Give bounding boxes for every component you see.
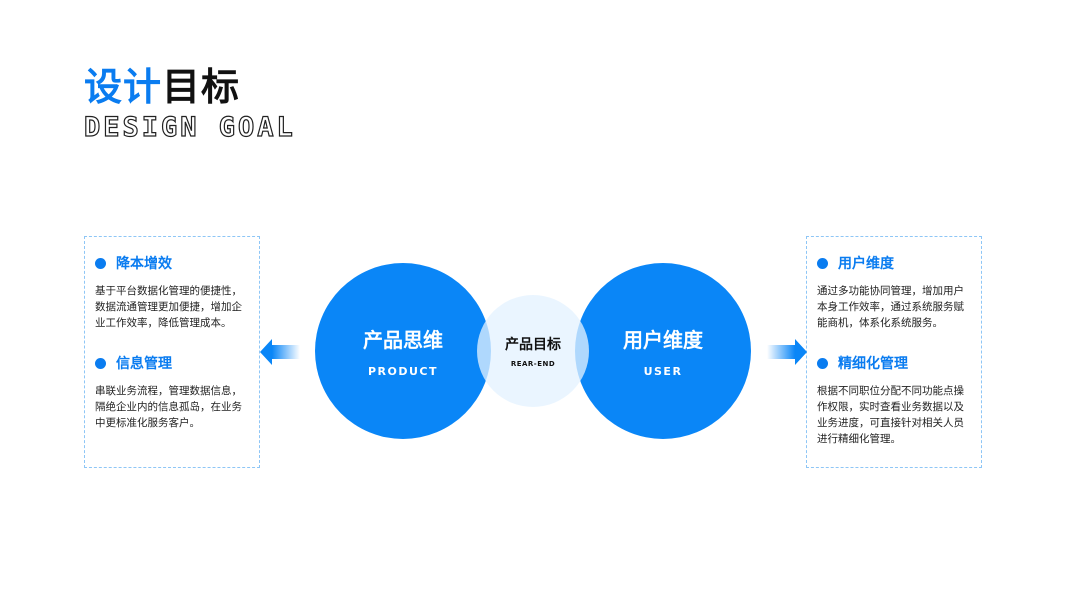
left-card: 降本增效基于平台数据化管理的便捷性，数据流通管理更加便捷，增加企业工作效率，降低… — [84, 236, 260, 468]
arrow-right-icon — [767, 339, 807, 365]
circle-title: 用户维度 — [623, 328, 703, 352]
section-heading: 用户维度 — [838, 256, 894, 272]
section-cost: 降本增效基于平台数据化管理的便捷性，数据流通管理更加便捷，增加企业工作效率，降低… — [95, 253, 249, 331]
bullet-dot-icon — [95, 357, 106, 369]
title-highlight: 设计 — [84, 65, 163, 109]
circle-subtitle: REAR-END — [510, 360, 556, 368]
circle-subtitle: USER — [643, 365, 683, 378]
section-text: 根据不同职位分配不同功能点操作权限，实时查看业务数据以及业务进度，可直接针对相关… — [817, 385, 964, 445]
section-text: 基于平台数据化管理的便捷性，数据流通管理更加便捷，增加企业工作效率，降低管理成本… — [95, 285, 242, 329]
page-subtitle: DESIGN GOAL — [83, 111, 296, 143]
circle-title: 产品目标 — [505, 337, 561, 353]
section-heading: 精细化管理 — [838, 356, 908, 372]
section-heading: 降本增效 — [116, 256, 172, 272]
section-fine: 精细化管理根据不同职位分配不同功能点操作权限，实时查看业务数据以及业务进度，可直… — [817, 353, 971, 447]
title-rest: 目标 — [162, 65, 241, 109]
product-circle: 产品思维 PRODUCT — [315, 263, 491, 439]
section-heading: 信息管理 — [116, 356, 172, 372]
right-card: 用户维度通过多功能协同管理，增加用户本身工作效率，通过系统服务赋能商机，体系化系… — [806, 236, 982, 468]
user-circle: 用户维度 USER — [575, 263, 751, 439]
circle-subtitle: PRODUCT — [367, 365, 439, 378]
section-text: 串联业务流程，管理数据信息，隔绝企业内的信息孤岛，在业务中更标准化服务客户。 — [95, 385, 242, 429]
arrow-left-icon — [260, 339, 300, 365]
section-text: 通过多功能协同管理，增加用户本身工作效率，通过系统服务赋能商机，体系化系统服务。 — [817, 285, 964, 329]
goal-circle: 产品目标 REAR-END — [477, 295, 589, 407]
bullet-dot-icon — [817, 357, 828, 369]
bullet-dot-icon — [95, 257, 106, 269]
circle-title: 产品思维 — [363, 328, 443, 352]
page-title: 设计目标 — [84, 56, 240, 111]
section-info: 信息管理串联业务流程，管理数据信息，隔绝企业内的信息孤岛，在业务中更标准化服务客… — [95, 353, 249, 431]
section-user: 用户维度通过多功能协同管理，增加用户本身工作效率，通过系统服务赋能商机，体系化系… — [817, 253, 971, 331]
bullet-dot-icon — [817, 257, 828, 269]
